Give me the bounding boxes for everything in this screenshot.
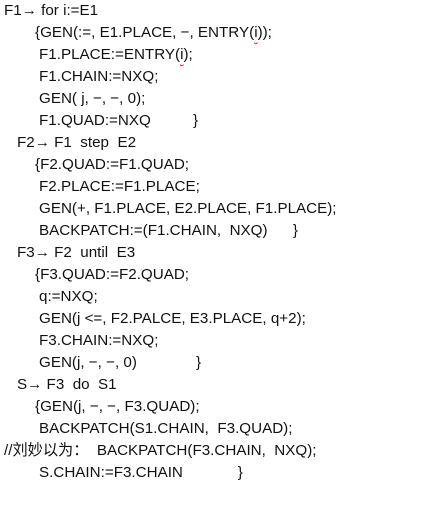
code-line-9: F2.PLACE:=F1.PLACE; — [39, 178, 200, 195]
code-line-12: F3→ F2 until E3 — [17, 244, 136, 261]
code-line-5: GEN( j, −, −, 0); — [39, 90, 146, 107]
code-line-8: {F2.QUAD:=F1.QUAD; — [35, 156, 190, 173]
code-line-3-a: F1.PLACE:=ENTRY( — [39, 46, 181, 63]
code-line-3: F1.PLACE:=ENTRY(i); — [39, 44, 193, 66]
code-line-19: {GEN(j, −, −, F3.QUAD); — [35, 398, 200, 415]
code-line-7: F2→ F1 step E2 — [17, 134, 137, 151]
code-line-2-a: {GEN(:=, E1.PLACE, −, ENTRY( — [35, 24, 255, 41]
code-line-2-b: )); — [257, 24, 272, 41]
code-line-20: BACKPATCH(S1.CHAIN, F3.QUAD); — [39, 420, 293, 437]
spell-marked-i: i — [254, 24, 258, 41]
spell-marked-i-2: i — [180, 46, 184, 63]
code-line-1: F1→ for i:=E1 — [4, 2, 99, 19]
code-line-13: {F3.QUAD:=F2.QUAD; — [35, 266, 190, 283]
code-line-10: GEN(+, F1.PLACE, E2.PLACE, F1.PLACE); — [39, 200, 337, 217]
code-line-15: GEN(j <=, F2.PALCE, E3.PLACE, q+2); — [39, 310, 306, 327]
code-line-17: GEN(j, −, −, 0) } — [39, 354, 202, 371]
code-line-18: S→ F3 do S1 — [17, 376, 117, 393]
code-line-4: F1.CHAIN:=NXQ; — [39, 68, 159, 85]
code-line-14: q:=NXQ; — [39, 288, 98, 305]
code-line-2: {GEN(:=, E1.PLACE, −, ENTRY(i)); — [35, 22, 272, 44]
code-line-3-b: ); — [183, 46, 193, 63]
code-line-6: F1.QUAD:=NXQ } — [39, 112, 199, 129]
code-line-22: S.CHAIN:=F3.CHAIN } — [39, 464, 243, 481]
code-line-21-comment: //刘妙以为： BACKPATCH(F3.CHAIN, NXQ); — [4, 442, 317, 459]
code-line-16: F3.CHAIN:=NXQ; — [39, 332, 159, 349]
code-line-11: BACKPATCH:=(F1.CHAIN, NXQ) } — [39, 222, 298, 239]
